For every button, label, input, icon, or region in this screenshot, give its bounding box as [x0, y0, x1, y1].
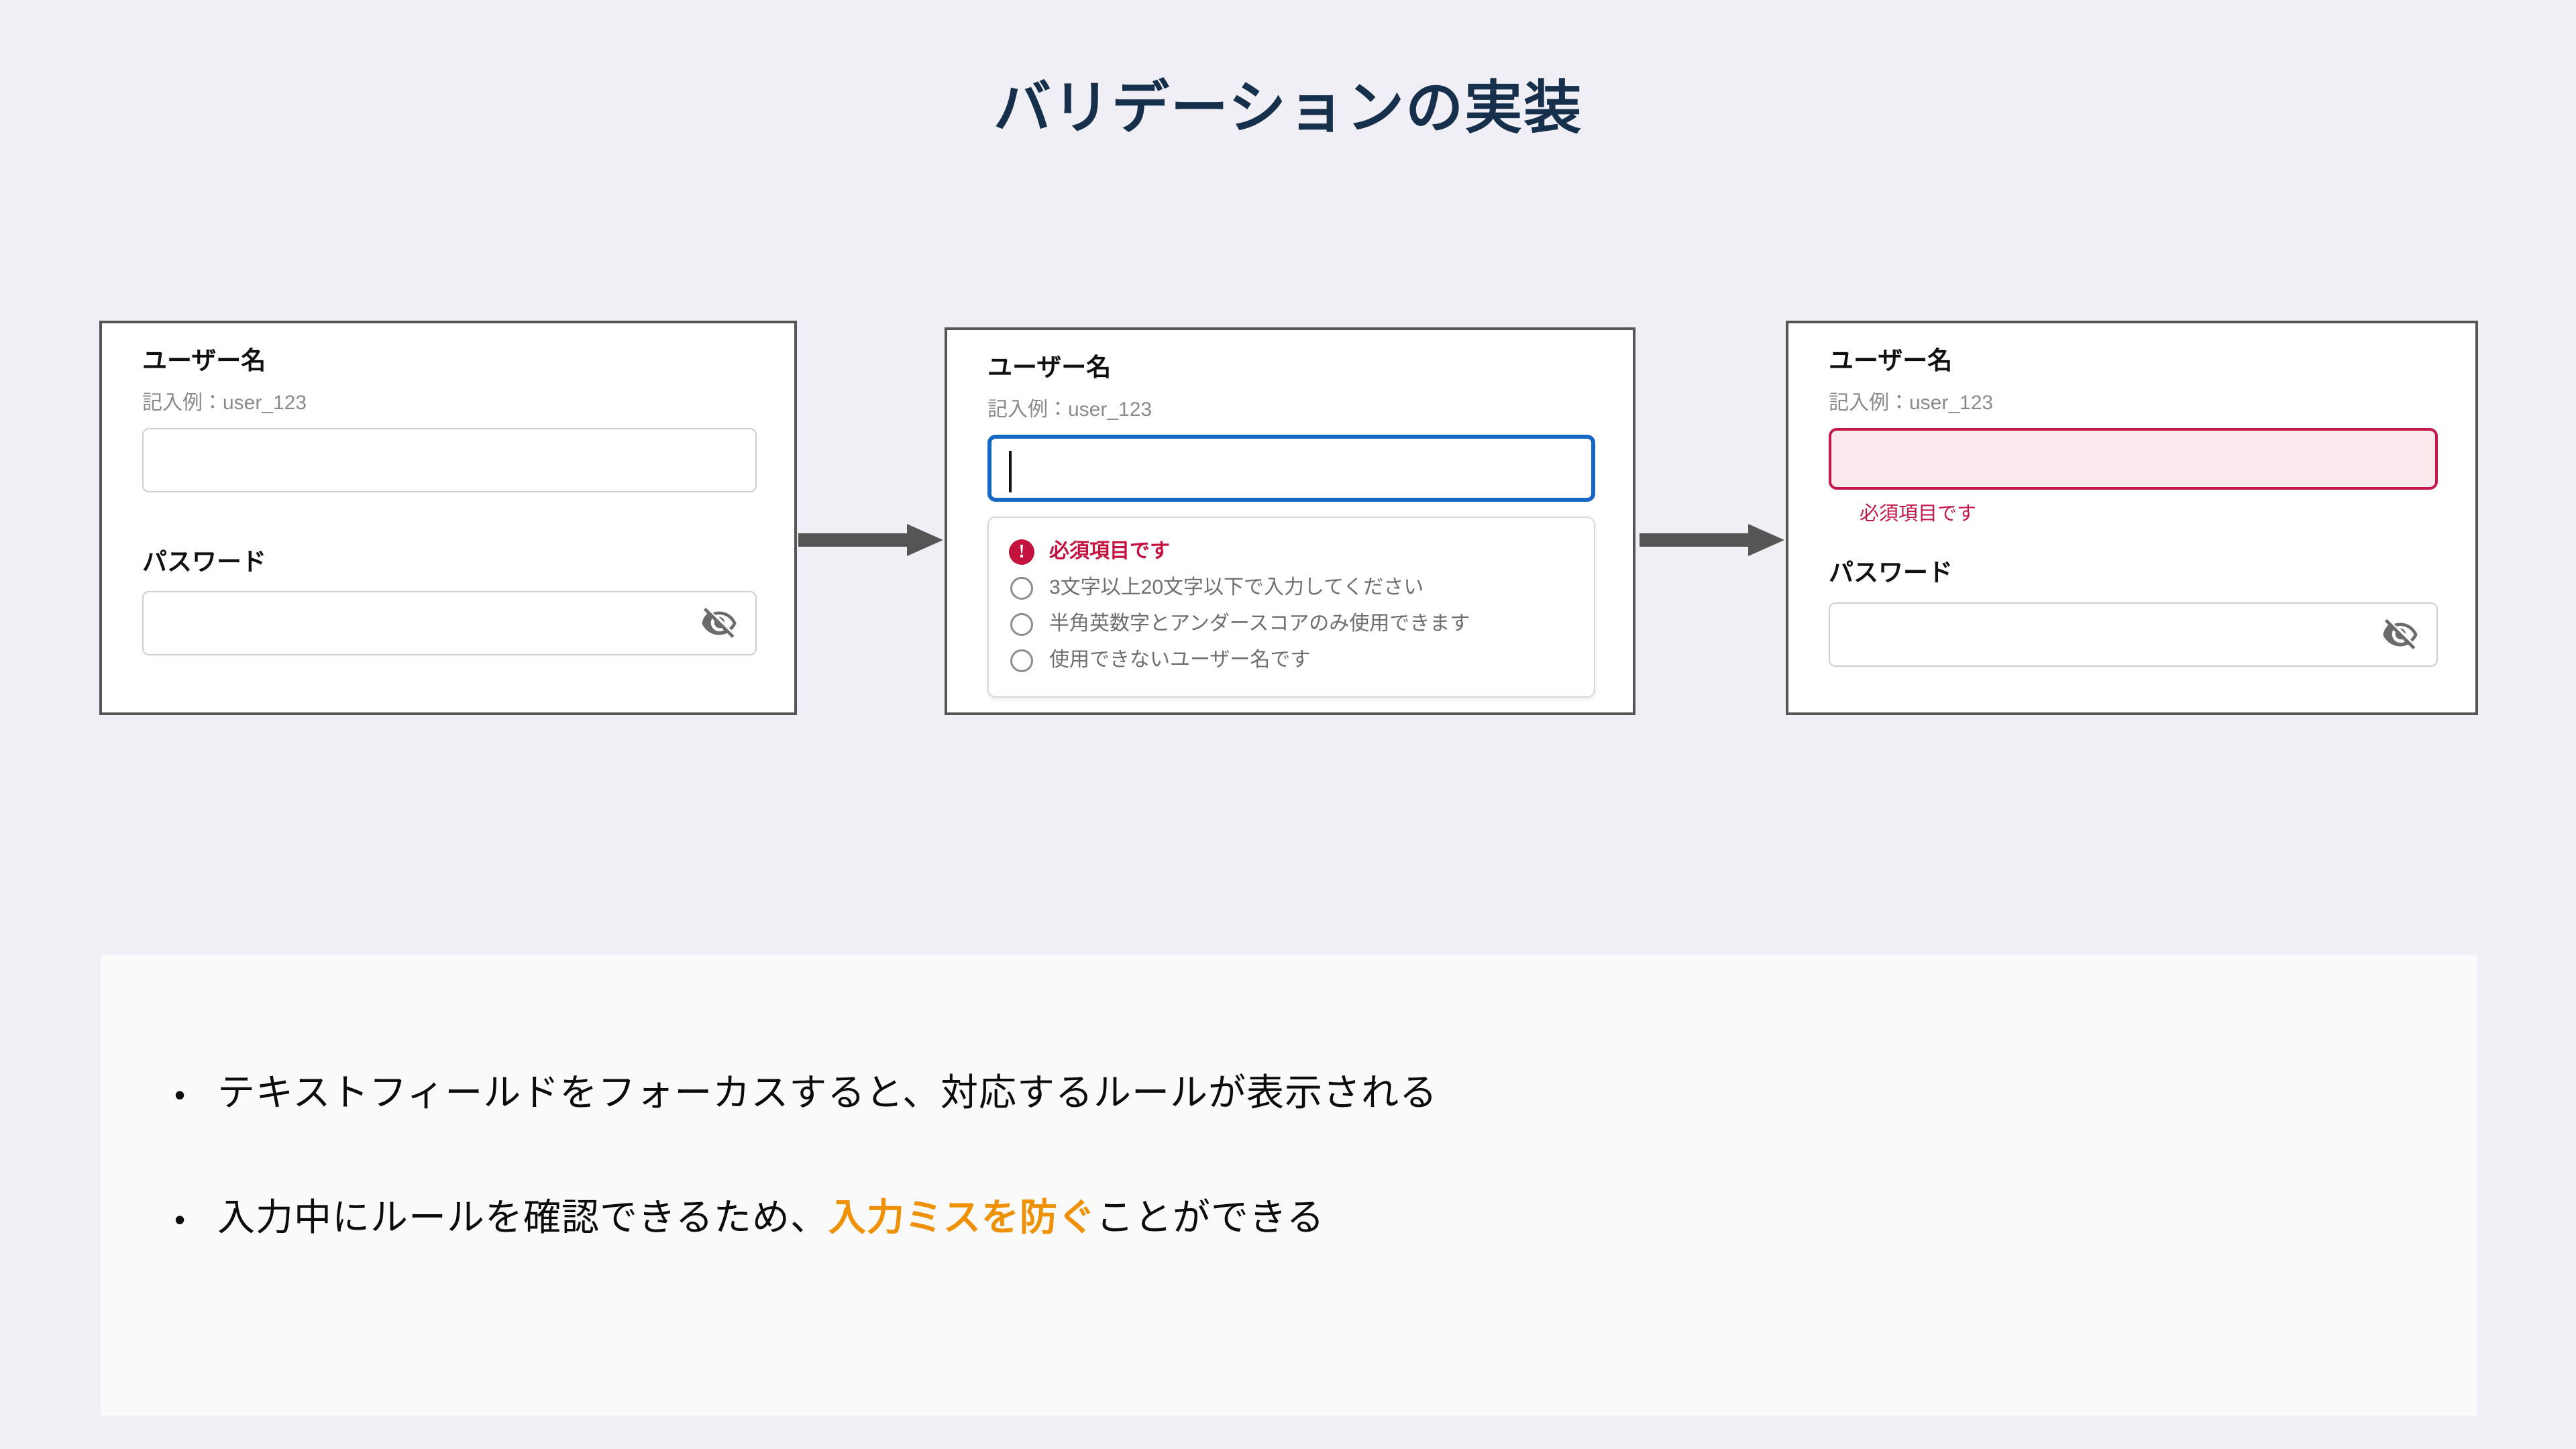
- rule-label: 3文字以上20文字以下で入力してください: [1049, 576, 1424, 599]
- circle-outline-icon: [1006, 645, 1037, 676]
- flow-arrow-2: [1640, 524, 1784, 556]
- rule-label: 半角英数字とアンダースコアのみ使用できます: [1049, 612, 1470, 635]
- eye-off-icon[interactable]: [2381, 616, 2419, 653]
- password-label: パスワード: [1829, 559, 1953, 587]
- arrow-line: [798, 533, 908, 547]
- password-input[interactable]: [142, 591, 757, 655]
- rule-item: 半角英数字とアンダースコアのみ使用できます: [1006, 606, 1587, 643]
- username-label: ユーザー名: [142, 347, 266, 374]
- validation-rules-popover: ! 必須項目です 3文字以上20文字以下で入力してください 半角英数字とアンダー…: [987, 516, 1595, 698]
- error-exclamation-icon: !: [1006, 537, 1037, 568]
- note-text-part: 入力中にルールを確認できるため、: [217, 1196, 828, 1238]
- password-label: パスワード: [142, 547, 266, 576]
- flow-arrow-1: [798, 524, 943, 556]
- note-text: テキストフィールドをフォーカスすると、対応するルールが表示される: [217, 1071, 1438, 1114]
- bullet-icon: •: [174, 1077, 186, 1112]
- circle-outline-icon: [1006, 573, 1037, 604]
- username-input[interactable]: [142, 427, 757, 492]
- rule-item: 3文字以上20文字以下で入力してください: [1006, 570, 1587, 606]
- username-error-message: 必須項目です: [1860, 502, 1977, 525]
- form-card-default-state: ユーザー名 記入例：user_123 パスワード: [99, 321, 797, 715]
- form-card-error-state: ユーザー名 記入例：user_123 必須項目です パスワード: [1786, 321, 2478, 715]
- arrow-line: [1640, 533, 1750, 547]
- page-title: バリデーションの実装: [993, 76, 1583, 140]
- field-spacer: [1829, 527, 2438, 554]
- password-input[interactable]: [1829, 602, 2438, 667]
- eye-off-icon[interactable]: [700, 604, 738, 642]
- state-flow-diagram: ユーザー名 記入例：user_123 パスワード ユーザー名 記入例：user_…: [0, 321, 2576, 730]
- text-caret: [1009, 450, 1012, 492]
- note-item: • 入力中にルールを確認できるため、 入力ミスを防ぐ ことができる: [174, 1191, 1325, 1244]
- arrow-head-icon: [1748, 524, 1784, 556]
- note-text-part: ことができる: [1095, 1196, 1325, 1238]
- rule-item: ! 必須項目です: [1006, 534, 1587, 570]
- form-card-focused-state: ユーザー名 記入例：user_123 ! 必須項目です 3文字以上20文字以下で…: [945, 327, 1635, 715]
- bullet-icon: •: [174, 1202, 186, 1237]
- username-label: ユーザー名: [987, 354, 1112, 381]
- username-hint: 記入例：user_123: [1829, 391, 1994, 414]
- username-input-focused[interactable]: [987, 434, 1595, 502]
- circle-outline-icon: [1006, 609, 1037, 640]
- rule-label: 必須項目です: [1049, 540, 1170, 563]
- rule-item: 使用できないユーザー名です: [1006, 643, 1587, 679]
- username-hint: 記入例：user_123: [142, 391, 307, 414]
- username-input-error[interactable]: [1829, 427, 2438, 490]
- notes-panel: • テキストフィールドをフォーカスすると、対応するルールが表示される • 入力中…: [101, 955, 2477, 1415]
- field-spacer: [142, 492, 757, 543]
- arrow-head-icon: [907, 524, 943, 556]
- note-text-highlight: 入力ミスを防ぐ: [828, 1196, 1096, 1238]
- username-hint: 記入例：user_123: [987, 398, 1152, 421]
- username-label: ユーザー名: [1829, 347, 1953, 374]
- rule-label: 使用できないユーザー名です: [1049, 649, 1311, 672]
- note-item: • テキストフィールドをフォーカスすると、対応するルールが表示される: [174, 1067, 1438, 1119]
